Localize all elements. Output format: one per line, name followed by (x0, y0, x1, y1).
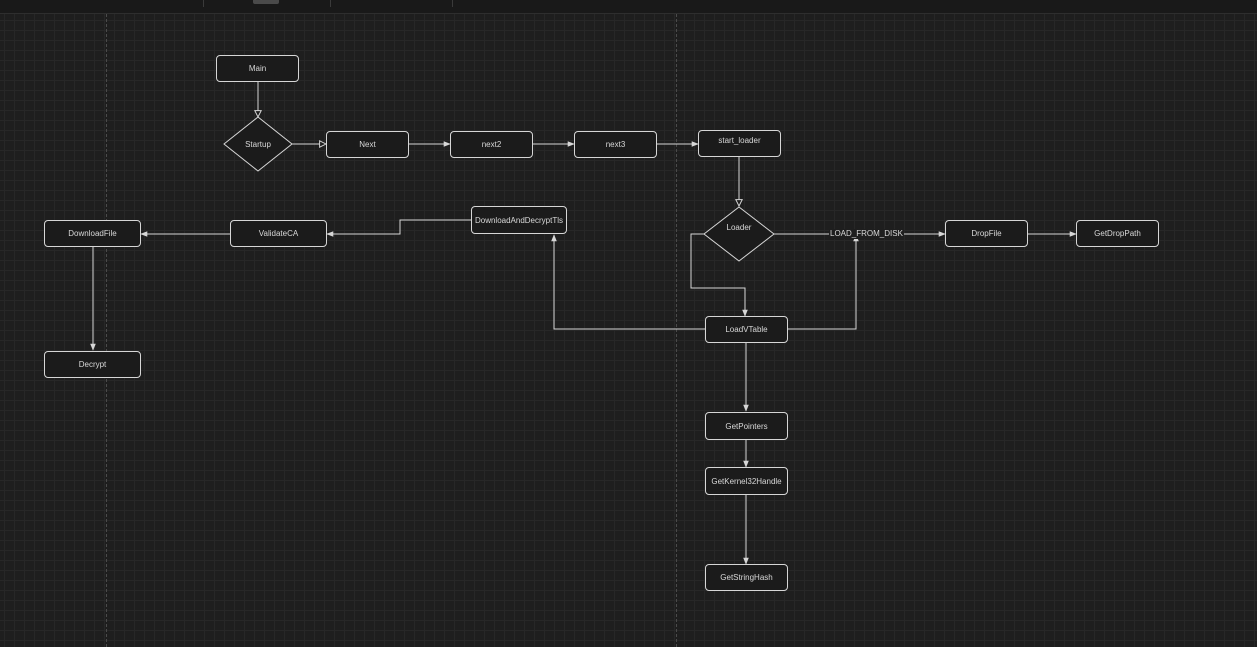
edge-label-load-from-disk[interactable]: LOAD_FROM_DISK (829, 229, 904, 239)
edge-loader-loadvtable[interactable] (690, 233, 748, 317)
node-main[interactable]: Main (216, 55, 299, 82)
node-drop-file[interactable]: DropFile (945, 220, 1028, 247)
toolbar-divider (203, 0, 204, 7)
node-download-and-decrypt-tls[interactable]: DownloadAndDecryptTls (471, 206, 567, 234)
node-load-vtable[interactable]: LoadVTable (705, 316, 788, 343)
node-get-kernel32-handle[interactable]: GetKernel32Handle (705, 467, 788, 495)
node-next2[interactable]: next2 (450, 131, 533, 158)
edge-loadvtable-dropfile[interactable] (787, 234, 859, 330)
page-break-line (676, 14, 677, 647)
node-next[interactable]: Next (326, 131, 409, 158)
startup-diamond-shape[interactable] (223, 116, 293, 172)
node-next3[interactable]: next3 (574, 131, 657, 158)
toolbar-divider (330, 0, 331, 7)
node-loader[interactable]: Loader (726, 222, 752, 232)
edge-loadvtable-downloadtls[interactable] (551, 234, 705, 330)
loader-diamond-shape[interactable] (703, 206, 775, 262)
node-get-string-hash[interactable]: GetStringHash (705, 564, 788, 591)
node-get-pointers[interactable]: GetPointers (705, 412, 788, 440)
page-break-line (106, 14, 107, 647)
top-toolbar (0, 0, 1257, 14)
node-start-loader[interactable]: start_loader (698, 130, 781, 157)
node-download-file[interactable]: DownloadFile (44, 220, 141, 247)
node-get-drop-path[interactable]: GetDropPath (1076, 220, 1159, 247)
node-validate-ca[interactable]: ValidateCA (230, 220, 327, 247)
node-startup[interactable]: Startup (245, 139, 271, 149)
node-decrypt[interactable]: Decrypt (44, 351, 141, 378)
edge-downloadtls-validateca[interactable] (326, 219, 471, 237)
toolbar-button[interactable] (253, 0, 279, 4)
diagram-canvas[interactable] (0, 14, 1257, 647)
toolbar-divider (452, 0, 453, 7)
